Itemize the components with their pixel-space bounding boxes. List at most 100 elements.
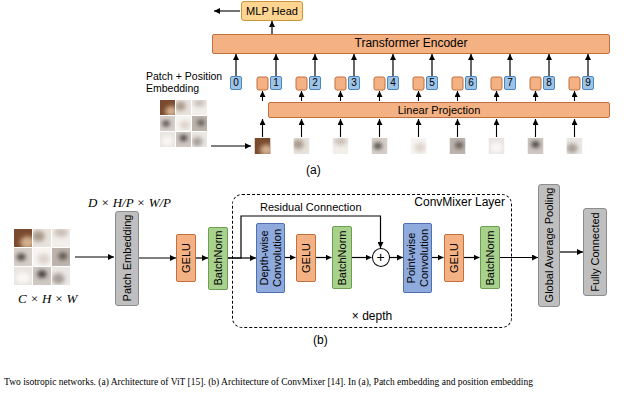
embedding-token xyxy=(335,77,346,90)
head-box: MLP Head xyxy=(241,1,303,21)
image-patch xyxy=(255,138,273,156)
edge-label: Residual Connection xyxy=(259,201,363,214)
projection-box: Linear Projection xyxy=(268,102,610,118)
arrow xyxy=(75,256,114,257)
arrow xyxy=(262,91,263,101)
node-label: Point-wise Convolution xyxy=(405,227,430,289)
annotation-label: (a) xyxy=(306,164,321,178)
node-label: Transformer Encoder xyxy=(355,37,468,51)
image-patch xyxy=(192,116,207,131)
arrow xyxy=(301,119,302,137)
node-label: Linear Projection xyxy=(398,104,481,117)
input-image-b xyxy=(14,228,70,285)
token-box: 7 xyxy=(504,76,516,90)
norm-box: BatchNorm xyxy=(208,227,228,290)
annotation-label: Patch + Position Embedding xyxy=(146,70,228,94)
token-box: 9 xyxy=(582,76,594,90)
token-box: 8 xyxy=(543,76,555,90)
node-label: ConvMixer Layer xyxy=(414,196,505,210)
arrow-connector xyxy=(316,257,332,258)
token-box: 3 xyxy=(348,76,360,90)
arrow-connector xyxy=(390,257,404,258)
patch-sequence xyxy=(255,137,583,155)
node-label: Fully Connected xyxy=(589,212,602,292)
arrow-connector xyxy=(432,257,444,258)
arrow-connector xyxy=(196,257,208,258)
node-label: BatchNorm xyxy=(212,230,225,285)
image-patch xyxy=(192,132,207,147)
image-patch xyxy=(176,132,191,147)
image-patch xyxy=(567,138,583,154)
pooling-box: Global Average Pooling xyxy=(538,184,560,307)
image-patch xyxy=(32,229,51,247)
embedding-token xyxy=(257,77,268,90)
arrow xyxy=(340,119,341,137)
image-patch xyxy=(333,137,349,154)
arrow xyxy=(379,91,380,101)
embedding-token xyxy=(296,77,307,90)
node-label: 4 xyxy=(390,77,396,89)
image-patch xyxy=(33,248,51,266)
annotation-label: D × H/P × W/P xyxy=(88,196,171,211)
arrow-connector xyxy=(392,54,393,76)
arrow-connector xyxy=(139,257,176,258)
image-patch xyxy=(14,267,32,285)
node-label: GELU xyxy=(447,243,460,273)
node-label: GELU xyxy=(180,243,193,273)
token-box: 5 xyxy=(426,76,438,90)
image-patch xyxy=(14,248,32,266)
arrow xyxy=(379,119,380,137)
arrow xyxy=(418,91,419,101)
arrow xyxy=(211,145,251,146)
arrow xyxy=(418,119,419,137)
image-patch xyxy=(160,132,175,147)
image-patch xyxy=(52,228,70,247)
arrow xyxy=(301,91,302,101)
annotation-label: (b) xyxy=(313,334,328,348)
image-patch xyxy=(14,229,35,249)
embedding-token xyxy=(374,77,385,90)
patch-embedding-boxes xyxy=(257,77,580,90)
activation-box: GELU xyxy=(176,234,196,282)
node-label: Patch Embedding xyxy=(121,215,134,302)
arrow-connector xyxy=(352,257,372,258)
arrow xyxy=(262,119,263,137)
token-box: 6 xyxy=(465,76,477,90)
embedding-token xyxy=(569,77,580,90)
conv-box: Depth-wise Convolution xyxy=(256,223,285,293)
node-label: Global Average Pooling xyxy=(543,188,556,303)
arrow-connector xyxy=(275,54,276,76)
arrow-connector xyxy=(548,54,549,76)
arrow xyxy=(574,91,575,101)
layer-group: Depth-wise Convolution GELU BatchNorm + Poin… xyxy=(232,194,512,328)
image-patch xyxy=(33,267,51,285)
arrow-connector xyxy=(560,251,583,252)
arrow xyxy=(457,91,458,101)
image-patch xyxy=(160,116,175,131)
node-label: MLP Head xyxy=(246,5,298,18)
encoder-box: Transformer Encoder xyxy=(212,34,610,54)
node-label: 7 xyxy=(507,77,513,89)
norm-box: BatchNorm xyxy=(332,226,352,289)
image-patch xyxy=(489,138,505,154)
arrow-connector xyxy=(353,54,354,76)
arrow-connector xyxy=(285,257,296,258)
embedding-token xyxy=(491,77,502,90)
arrow-connector xyxy=(271,21,272,34)
embedding-token xyxy=(452,77,463,90)
arrow-connector xyxy=(235,54,236,76)
image-patch xyxy=(411,138,427,154)
token-box: 1 xyxy=(270,76,282,90)
image-patch xyxy=(293,138,310,154)
arrow xyxy=(574,119,575,137)
arrow-connector xyxy=(509,54,510,76)
node-label: 9 xyxy=(585,77,591,89)
image-patch xyxy=(160,100,177,117)
node-label: 5 xyxy=(429,77,435,89)
arrow xyxy=(340,91,341,101)
node-label: 3 xyxy=(351,77,357,89)
image-patch xyxy=(176,116,191,131)
arrow-connector xyxy=(587,54,588,76)
embedding-token xyxy=(413,77,424,90)
sum-node: + xyxy=(372,248,390,267)
